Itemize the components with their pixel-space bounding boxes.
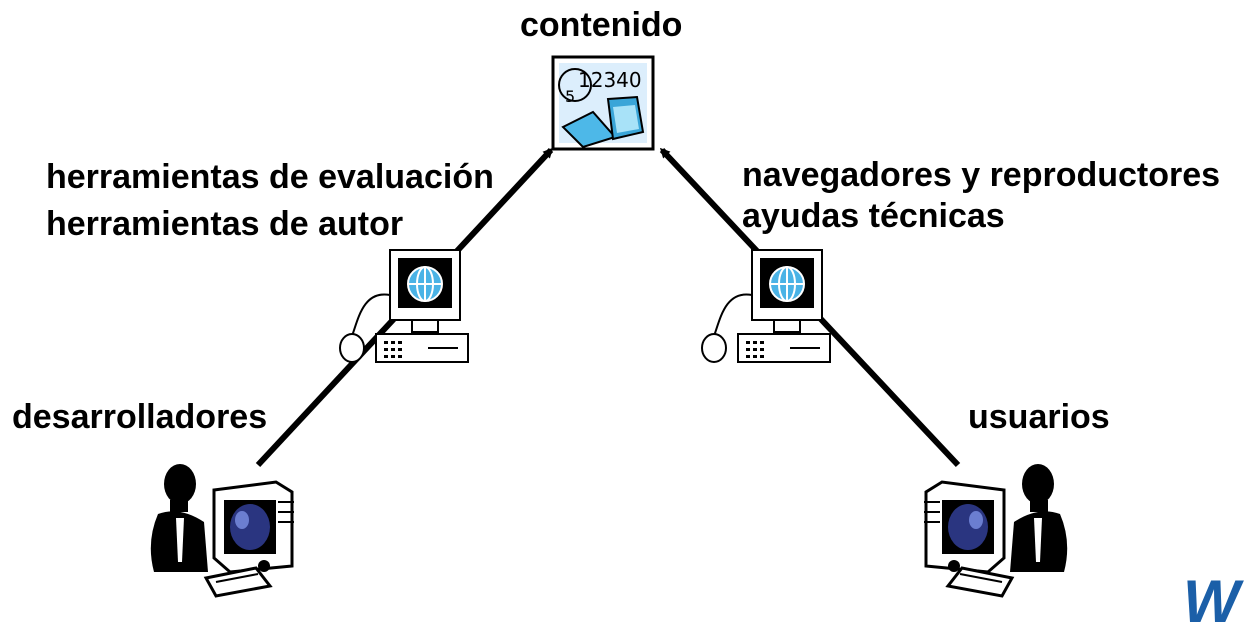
browsers-players-label: navegadores y reproductores <box>742 156 1221 194</box>
diagram: 12340 5 <box>150 55 1068 598</box>
person-at-computer-icon <box>924 464 1068 598</box>
svg-text:12340: 12340 <box>578 68 642 92</box>
users-label: usuarios <box>968 398 1110 436</box>
content-icon: 12340 5 <box>551 55 655 151</box>
svg-text:5: 5 <box>565 87 575 106</box>
evaluation-tools-label: herramientas de evaluación <box>46 158 494 196</box>
person-at-computer-icon <box>150 464 294 598</box>
content-label: contenido <box>520 6 683 44</box>
w3c-logo: W <box>1183 568 1240 635</box>
desktop-computer-icon <box>701 249 831 363</box>
authoring-tools-label: herramientas de autor <box>46 205 404 243</box>
assistive-tech-label: ayudas técnicas <box>742 197 1005 235</box>
developers-label: desarrolladores <box>12 398 268 436</box>
desktop-computer-icon <box>339 249 469 363</box>
